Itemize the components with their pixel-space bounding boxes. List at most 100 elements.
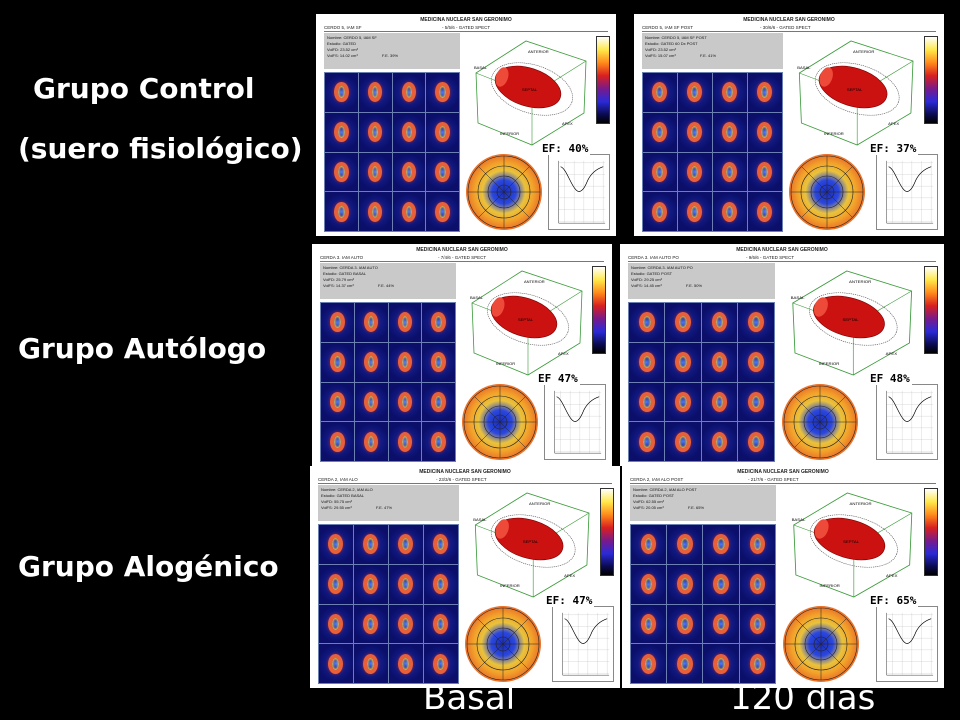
spect-slice	[392, 152, 426, 192]
model-label-anterior: ANTERIOR	[849, 279, 871, 284]
report-subject-name: CERDA 3. IAM AUTO PO	[628, 255, 679, 260]
color-scale-bar	[600, 488, 614, 576]
report-vtd: VolFD: 29.25 cm³	[631, 277, 662, 282]
spect-slice	[747, 152, 782, 192]
model-label-apex: APEX	[558, 351, 569, 356]
volume-curve-plot	[876, 384, 938, 460]
spect-slice	[388, 382, 422, 422]
spect-slice	[629, 303, 665, 342]
spect-slice	[354, 382, 388, 422]
model-label-anterior: ANTERIOR	[528, 49, 549, 54]
spect-slice	[738, 422, 774, 461]
color-scale-bar	[596, 36, 610, 124]
report-vtd: VolFD: 23.52 cm³	[327, 47, 358, 52]
spect-slice	[739, 525, 775, 564]
ejection-fraction-label: EF: 47%	[544, 594, 595, 607]
spect-slice	[388, 564, 423, 604]
model-label-inferior: INFERIOR	[824, 131, 844, 136]
model-label-apex: APEX	[564, 573, 575, 578]
spect-slice	[665, 342, 701, 382]
spect-slice	[747, 112, 782, 152]
spect-slice	[353, 604, 388, 644]
spect-slice	[388, 644, 423, 683]
spect-slice	[392, 73, 426, 112]
report-header: MEDICINA NUCLEAR SAN GERONIMO	[736, 247, 828, 253]
report-vtd: VolFD: 25.79 cm³	[323, 277, 354, 282]
ejection-fraction-label: EF: 37%	[868, 142, 919, 155]
group-control-label: Grupo Control	[33, 72, 255, 105]
polar-map-bullseye	[782, 384, 858, 460]
spect-slice	[354, 303, 388, 342]
volume-curve-plot	[552, 606, 614, 682]
spect-slice	[388, 422, 422, 461]
spect-slice	[631, 525, 667, 564]
model-label-septal: SEPTAL	[522, 87, 538, 92]
report-header: MEDICINA NUCLEAR SAN GERONIMO	[420, 17, 512, 23]
spect-slice	[677, 192, 712, 231]
spect-slice	[388, 342, 422, 382]
spect-slice	[426, 73, 459, 112]
spect-slice	[738, 342, 774, 382]
report-name: Nombre: CERDA 3. IAM AUTO	[323, 265, 378, 270]
polar-map-bullseye	[783, 606, 859, 682]
spect-slice	[325, 192, 358, 231]
report-study: Estudio: GATED BASAL	[321, 493, 365, 498]
model-label-septal: SEPTAL	[523, 539, 539, 544]
spect-slice-grid	[628, 302, 775, 462]
spect-slice	[747, 73, 782, 112]
polar-map-bullseye	[466, 154, 542, 230]
report-subject: CERDO 5, IAM SF - 5/5/6 - GATED SPECT	[324, 25, 608, 32]
report-fe: F.E. 47%	[376, 505, 393, 510]
report-vtd: VolFD: 55.75 cm³	[321, 499, 352, 504]
spect-slice	[388, 525, 423, 564]
model-label-basal: BASAL	[470, 295, 484, 300]
spect-slice	[392, 112, 426, 152]
report-alogenico-basal: MEDICINA NUCLEAR SAN GERONIMO CERDA 2, I…	[310, 466, 620, 688]
spect-slice	[677, 112, 712, 152]
spect-slice	[629, 382, 665, 422]
model-label-septal: SEPTAL	[847, 87, 863, 92]
report-vts: VolFS: 14.02 cm³	[327, 53, 358, 58]
spect-slice	[358, 152, 392, 192]
spect-slice	[423, 604, 458, 644]
color-scale-bar	[924, 488, 938, 576]
spect-slice	[423, 564, 458, 604]
spect-slice	[426, 192, 459, 231]
model-label-basal: BASAL	[792, 517, 806, 522]
report-vts: VolFS: 20.05 cm³	[633, 505, 664, 510]
spect-slice	[358, 112, 392, 152]
lv-3d-model: ANTERIOR BASAL SEPTAL APEX INFERIOR	[462, 263, 588, 379]
report-name: Nombre: CERDO 5, IAM SF POST	[645, 35, 707, 40]
report-header: MEDICINA NUCLEAR SAN GERONIMO	[419, 469, 511, 475]
report-name: Nombre: CERDA 3. IAM AUTO PO	[631, 265, 693, 270]
report-vts: VolFS: 29.55 cm³	[321, 505, 352, 510]
spect-slice	[703, 604, 739, 644]
spect-slice	[319, 604, 353, 644]
model-label-apex: APEX	[562, 121, 573, 126]
report-date: - 30/6/6 - GATED SPECT	[760, 25, 811, 30]
spect-slice	[701, 342, 738, 382]
report-study: Estudio: GATED POST	[633, 493, 675, 498]
report-study: Estudio: GATED	[327, 41, 357, 46]
report-subject: CERDA 3. IAM AUTO - 7/4/6 - GATED SPECT	[320, 255, 604, 262]
report-subject-name: CERDA 3. IAM AUTO	[320, 255, 364, 260]
volume-curve-plot	[876, 154, 938, 230]
spect-slice	[388, 604, 423, 644]
report-autologo-120: MEDICINA NUCLEAR SAN GERONIMO CERDA 3. I…	[620, 244, 944, 466]
report-subject-name: CERDO 5, IAM SF POST	[642, 25, 694, 30]
spect-slice	[325, 112, 358, 152]
volume-curve-plot	[876, 606, 938, 682]
model-label-basal: BASAL	[797, 65, 811, 70]
spect-slice	[353, 564, 388, 604]
report-date: - 5/5/6 - GATED SPECT	[442, 25, 491, 30]
spect-slice	[667, 564, 703, 604]
spect-slice	[354, 342, 388, 382]
report-header: MEDICINA NUCLEAR SAN GERONIMO	[737, 469, 829, 475]
lv-3d-model: ANTERIOR BASAL SEPTAL APEX INFERIOR	[789, 33, 920, 149]
model-label-basal: BASAL	[474, 65, 488, 70]
report-date: - 23/3/6 - GATED SPECT	[436, 477, 487, 482]
spect-slice-grid	[320, 302, 456, 462]
model-label-anterior: ANTERIOR	[850, 501, 872, 506]
spect-slice	[665, 303, 701, 342]
ejection-fraction-label: EF: 40%	[540, 142, 591, 155]
